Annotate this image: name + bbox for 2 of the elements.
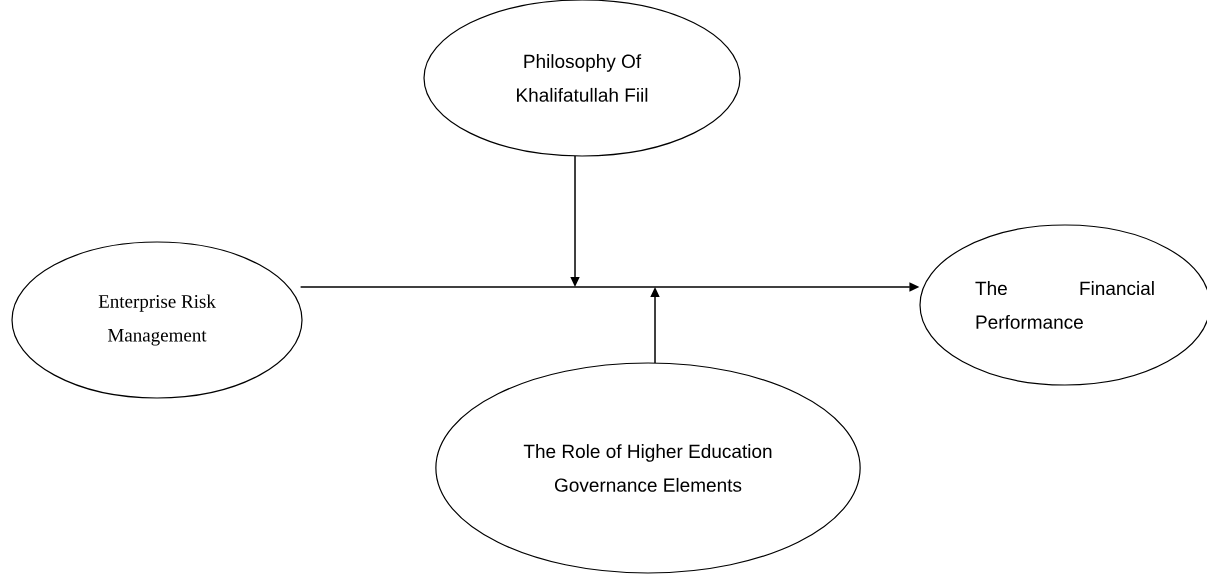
ellipse-node: Enterprise Risk Management: [11, 241, 303, 399]
ellipse-node: The Role of Higher Education Governance Elements: [435, 362, 861, 574]
